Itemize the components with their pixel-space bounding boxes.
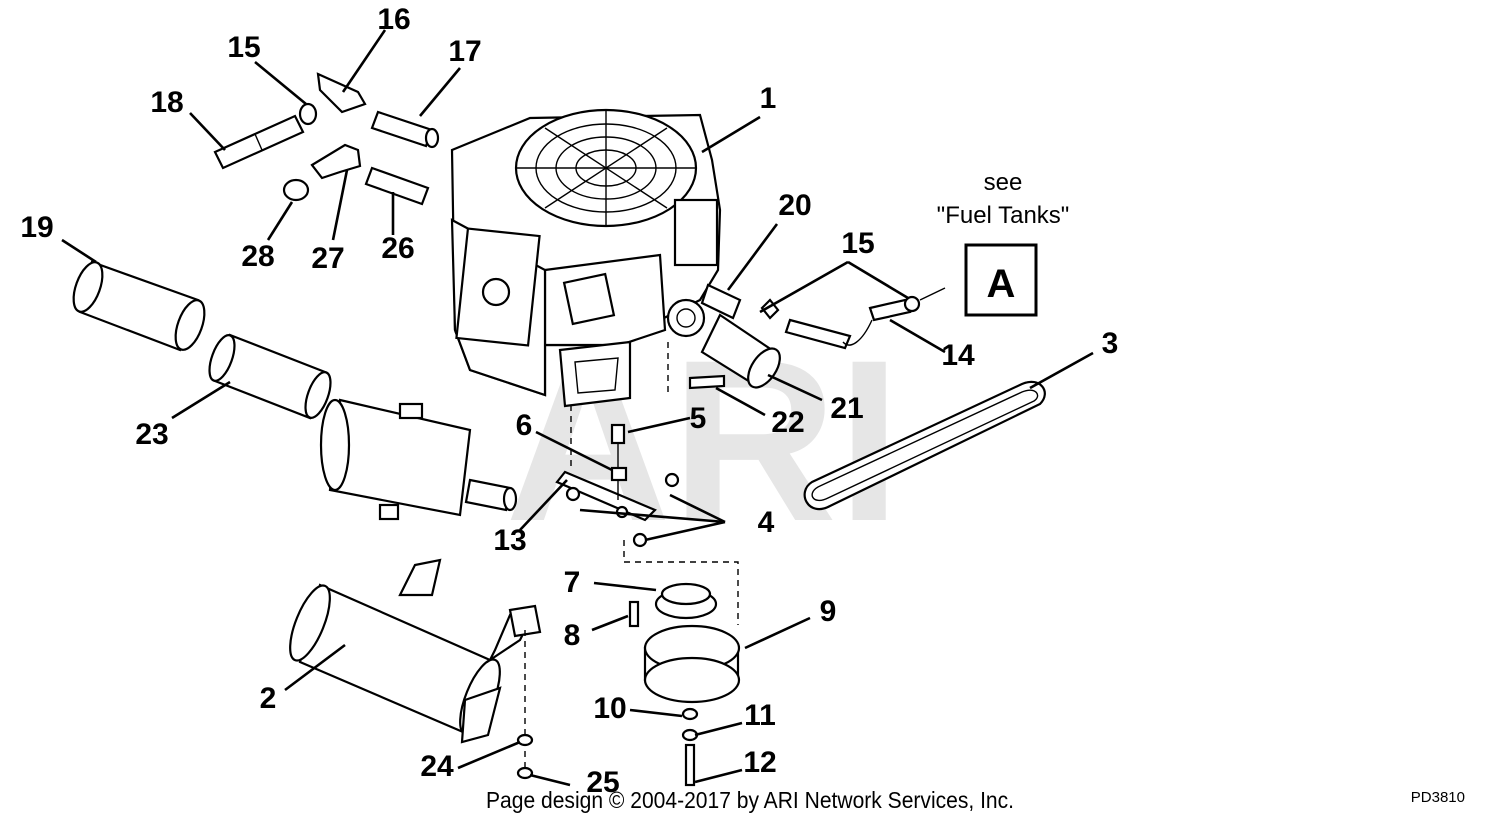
callout-9: 9 <box>820 595 837 628</box>
callout-10: 10 <box>593 692 626 725</box>
mounting-bracket <box>555 423 680 548</box>
callout-14: 14 <box>941 339 975 372</box>
callout-19: 19 <box>20 211 53 244</box>
callout-15-fuel: 15 <box>841 227 874 260</box>
fuel-filter-oil-filter <box>688 283 946 390</box>
pulley-clutch-drawing <box>516 342 741 787</box>
engine-drawing <box>450 108 722 408</box>
callout-12: 12 <box>743 746 776 779</box>
callout-8: 8 <box>564 619 581 652</box>
callout-21: 21 <box>830 392 863 425</box>
callout-5: 5 <box>690 402 707 435</box>
callout-numbers: 1 2 3 4 5 6 7 8 9 10 11 12 13 14 15 15 1… <box>20 3 1118 799</box>
see-text: see <box>984 169 1023 196</box>
fuel-tanks-reference-text: "Fuel Tanks" <box>937 202 1070 229</box>
callout-26: 26 <box>381 232 414 265</box>
callout-3: 3 <box>1102 327 1119 360</box>
air-cleaner-housing <box>319 398 518 521</box>
callout-11: 11 <box>744 699 776 732</box>
callout-27: 27 <box>311 242 344 275</box>
callout-22: 22 <box>771 406 804 439</box>
callout-24: 24 <box>420 750 454 783</box>
callout-4: 4 <box>758 506 775 539</box>
callout-leader-lines <box>61 29 1094 787</box>
callout-18: 18 <box>150 86 183 119</box>
callout-23: 23 <box>135 418 168 451</box>
callout-20: 20 <box>778 189 811 222</box>
callout-15-breather: 15 <box>227 31 260 64</box>
reference-box <box>964 243 1038 317</box>
callout-28: 28 <box>241 240 274 273</box>
callout-16: 16 <box>377 3 410 36</box>
callout-1: 1 <box>760 82 777 115</box>
callout-17: 17 <box>448 35 481 68</box>
drive-belt <box>803 380 1046 511</box>
callout-6: 6 <box>516 409 533 442</box>
crankcase-breather-fittings <box>213 72 440 206</box>
air-filter-elements <box>72 260 332 420</box>
callout-2: 2 <box>260 682 277 715</box>
muffler-drawing <box>289 558 542 744</box>
callout-13: 13 <box>493 524 526 557</box>
callout-25: 25 <box>586 766 619 799</box>
reference-box-letter: A <box>987 262 1016 306</box>
diagram-code: PD3810 <box>1411 789 1465 806</box>
callout-7: 7 <box>564 566 581 599</box>
fuel-tanks-reference: see "Fuel Tanks" A <box>937 169 1070 317</box>
copyright-footer: Page design © 2004-2017 by ARI Network S… <box>486 787 1014 813</box>
